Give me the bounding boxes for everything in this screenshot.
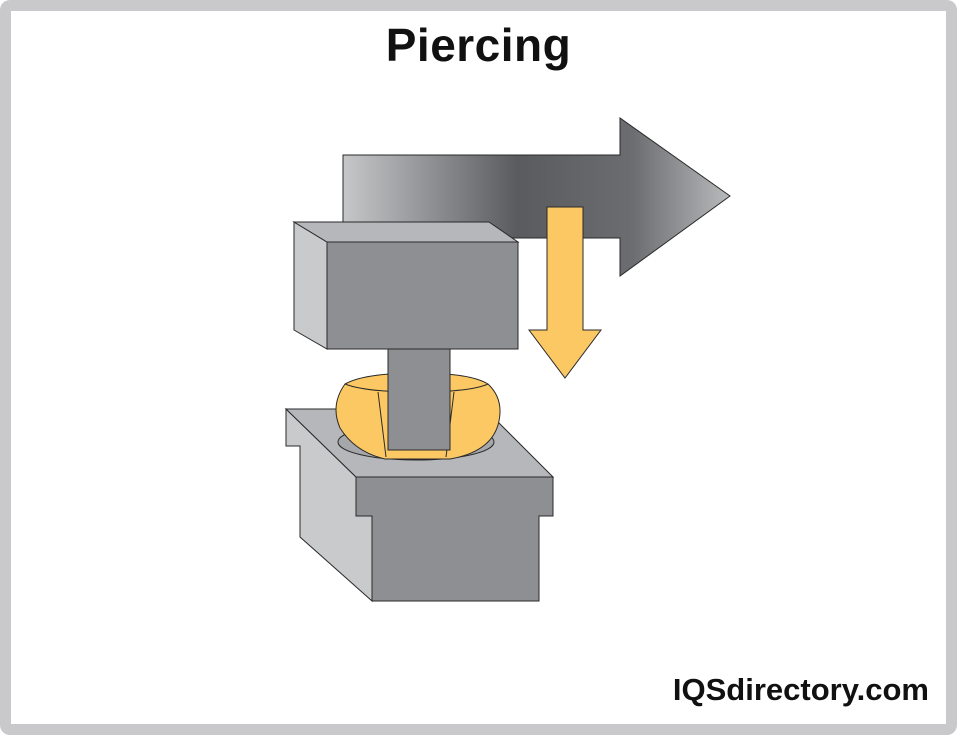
punch-stroke-arrow (528, 206, 602, 379)
brand-watermark: IQSdirectory.com (672, 672, 929, 707)
diagram-title: Piercing (385, 19, 572, 71)
punch (292, 221, 520, 451)
